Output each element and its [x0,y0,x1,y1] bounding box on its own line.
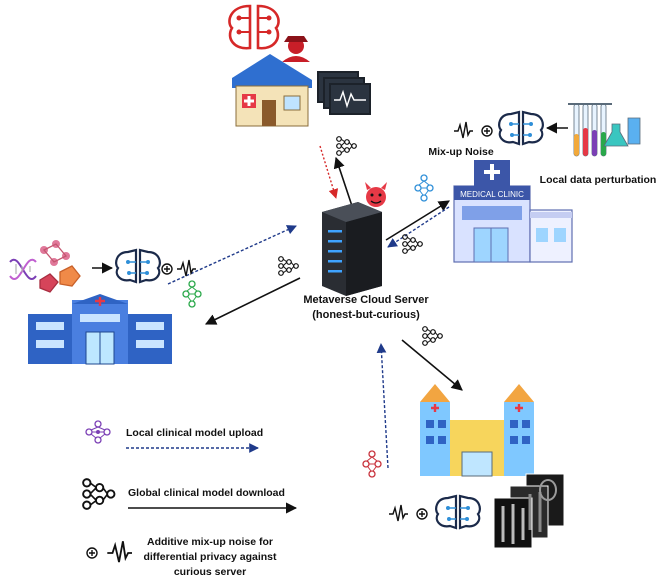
global-model-icon-bottom [422,326,443,346]
top-client [228,4,371,156]
attack-arrow-top [319,145,339,199]
global-model-icon-top [336,136,357,156]
legend-global-model-icon [82,478,116,510]
brain-circuit-icon-right [498,110,544,146]
dna-icon [9,258,37,280]
left-client [9,240,299,365]
download-arrow-bottom [401,339,463,391]
server-icon [322,202,382,296]
server-label-line1: Metaverse Cloud Server [303,294,429,306]
plus-circle-icon-bottom [416,508,428,520]
legend-neural-network-icon [85,420,111,444]
brain-circuit-icon-bottom [435,494,481,530]
devil-icon [365,182,387,207]
clinic-sign: MEDICAL CLINIC [460,190,524,199]
xray-icon [493,473,565,549]
server-label-line2: (honest-but-curious) [312,309,420,321]
neural-network-icon-red [362,450,382,478]
bottom-client [362,326,565,549]
test-tubes-icon [568,103,641,157]
legend-upload-label: Local clinical model upload [126,427,263,439]
noise-wave-icon-right [453,121,474,139]
hospital-icon-left [28,294,172,365]
upload-arrow-left [167,225,297,285]
brain-circuit-icon-left [115,248,161,284]
legend-noise-label-line1: Additive mix-up noise for [147,536,273,548]
global-model-icon-left [278,256,299,276]
noise-wave-icon-bottom [388,504,409,522]
arrows [92,122,568,469]
upload-arrow-bottom [376,343,389,469]
global-model-icon-right [402,234,423,254]
legend-download-label: Global clinical model download [128,487,285,499]
legend: Local clinical model upload Global clini… [82,420,298,578]
download-arrow-top [333,156,353,207]
hospital-icon-clinic: MEDICAL CLINIC [453,160,573,263]
brain-circuit-icon [228,4,280,50]
monitor-icon [317,71,371,115]
upload-arrow-right [387,206,450,248]
legend-noise-label-line2: differential privacy against [143,551,277,563]
legend-noise-wave-icon [106,540,133,564]
plus-circle-icon-right [481,125,493,137]
neural-network-icon-green [182,280,202,308]
molecule-icon [39,240,81,293]
download-arrow-left [204,277,301,325]
house-icon [232,54,312,127]
cloud-server: Metaverse Cloud Server (honest-but-curio… [303,182,429,321]
legend-plus-circle-icon [86,547,98,559]
plus-circle-icon-left [161,263,173,275]
download-arrow-right [385,200,450,241]
right-client: Mix-up Noise Local data perturbation MED… [402,103,657,263]
hospital-icon-bottom [420,384,534,477]
hacker-icon [282,36,310,62]
noise-wave-icon-left [176,259,197,277]
mixup-noise-label: Mix-up Noise [428,146,493,158]
local-perturbation-label: Local data perturbation [540,174,657,186]
neural-network-icon-blue [414,174,434,202]
legend-noise-label-line3: curious server [174,566,246,578]
